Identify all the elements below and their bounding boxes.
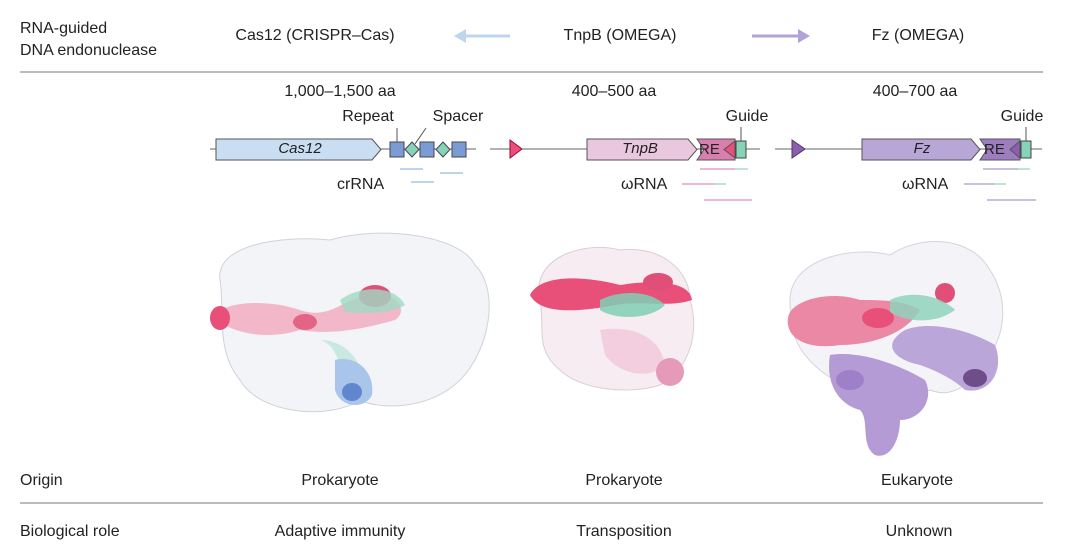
fz-size: 400–700 aa <box>872 83 958 100</box>
re-box <box>696 138 736 161</box>
guide-box <box>735 140 747 159</box>
tnpb-gene <box>586 138 698 161</box>
left-end-triangle <box>791 139 806 159</box>
row-label-rna-guided: RNA-guided <box>20 20 108 37</box>
repeat-label: Repeat <box>342 108 394 125</box>
fz-gene <box>861 138 981 161</box>
re-box <box>979 138 1021 161</box>
guide-box <box>1020 140 1032 159</box>
spacer-diamond <box>435 141 451 158</box>
cas12-size: 1,000–1,500 aa <box>284 83 396 100</box>
repeat-box <box>419 141 435 158</box>
tnpb-size: 400–500 aa <box>571 83 657 100</box>
column-header-tnpb: TnpB (OMEGA) <box>563 27 677 44</box>
tnpb-omega-rna-label: ωRNA <box>621 176 668 193</box>
origin-tnpb: Prokaryote <box>585 472 663 489</box>
crrna-label: crRNA <box>337 176 385 193</box>
tnpb-guide-label: Guide <box>725 108 769 125</box>
origin-cas12: Prokaryote <box>301 472 379 489</box>
arrow-left-icon <box>454 29 510 43</box>
cas12-structure <box>210 232 490 413</box>
tnpb-re-label: RE <box>699 141 720 158</box>
tnpb-structure <box>530 246 695 391</box>
repeat-box <box>451 141 467 158</box>
row-label-dna-endonuclease: DNA endonuclease <box>20 42 157 59</box>
arrow-right-icon <box>752 29 810 43</box>
fz-guide-label: Guide <box>1000 108 1044 125</box>
row-label-origin: Origin <box>20 472 63 489</box>
left-end-triangle <box>509 139 523 159</box>
origin-fz: Eukaryote <box>880 472 954 489</box>
cas12-gene-label: Cas12 <box>278 140 322 157</box>
row-label-biological-role: Biological role <box>20 523 120 540</box>
re-triangle <box>1009 139 1021 160</box>
fz-locus <box>775 127 1042 201</box>
tnpb-locus <box>490 127 760 201</box>
role-tnpb: Transposition <box>576 523 672 540</box>
spacer-label: Spacer <box>432 108 484 125</box>
re-triangle <box>723 139 736 160</box>
column-header-fz: Fz (OMEGA) <box>871 27 965 44</box>
fz-re-label: RE <box>984 141 1005 158</box>
column-header-cas12: Cas12 (CRISPR–Cas) <box>235 27 395 44</box>
spacer-diamond <box>404 141 420 158</box>
repeat-box <box>389 141 405 158</box>
tnpb-gene-label: TnpB <box>622 140 658 157</box>
cas12-gene <box>215 138 382 161</box>
role-fz: Unknown <box>885 523 953 540</box>
cas12-locus <box>210 127 476 183</box>
role-cas12: Adaptive immunity <box>274 523 406 540</box>
fz-gene-label: Fz <box>913 140 931 157</box>
fz-omega-rna-label: ωRNA <box>902 176 949 193</box>
fz-structure <box>787 241 1004 456</box>
